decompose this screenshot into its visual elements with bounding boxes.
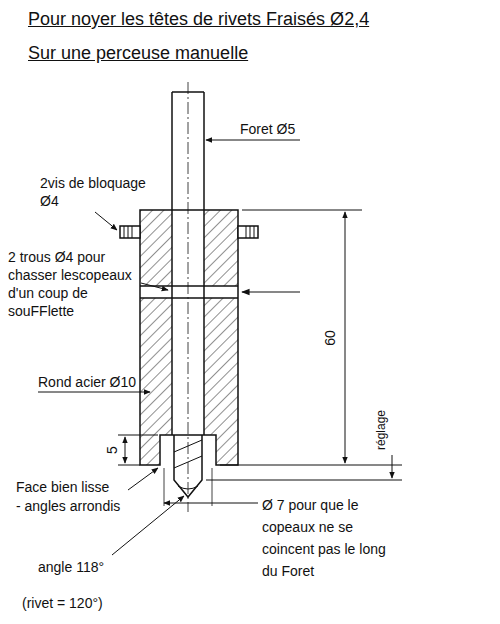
steel-body: [140, 210, 238, 465]
note: - angles arrondis: [16, 497, 156, 515]
part-label: 2vis de bloquage Ø4: [40, 174, 162, 210]
note: Ø 7 pour que le copeaux ne se coincent p…: [262, 494, 400, 582]
part-label: Rond acier Ø10: [38, 373, 158, 391]
drill: [171, 92, 173, 435]
dimension: 5: [103, 446, 121, 454]
note: (rivet = 120°): [22, 594, 162, 612]
note: Face bien lisse: [16, 478, 136, 496]
body-section: [140, 210, 172, 435]
note: 2 trous Ø4 pour chasser lescopeaux d'un …: [8, 248, 140, 320]
note: angle 118°: [38, 558, 158, 576]
part-label: Foret Ø5: [240, 120, 360, 138]
dimension: réglage: [374, 410, 389, 450]
title: Pour noyer les têtes de rivets Fraisés Ø…: [28, 8, 369, 30]
dimension: 60: [321, 330, 339, 346]
subtitle: Sur une perceuse manuelle: [28, 42, 248, 65]
set-screw: [120, 226, 140, 238]
